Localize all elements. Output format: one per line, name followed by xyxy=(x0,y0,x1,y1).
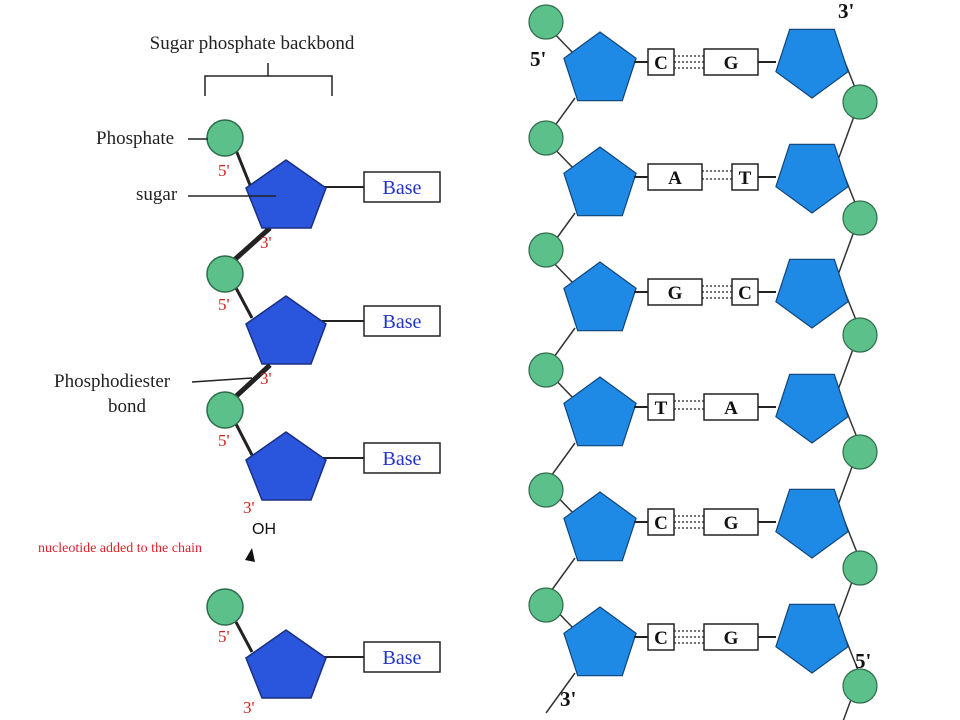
phosphate-circle xyxy=(528,120,564,156)
base-label: Base xyxy=(383,311,422,333)
phosphodiester-bond xyxy=(230,226,272,264)
base-pair-right: C xyxy=(738,283,752,304)
sugar-pentagon xyxy=(775,258,849,329)
phosphate-circle xyxy=(842,550,878,586)
base-box xyxy=(363,641,441,673)
base-pair-right: G xyxy=(724,53,739,74)
base-pair-right: G xyxy=(724,513,739,534)
base-pair-right: A xyxy=(724,398,738,419)
base-label: Base xyxy=(383,448,422,470)
base-box xyxy=(703,393,759,421)
base-label: Base xyxy=(383,177,422,199)
phosphodiester-label: Phosphodiester xyxy=(54,371,171,392)
base-box xyxy=(731,163,759,191)
phosphate-circle xyxy=(842,84,878,120)
phosphodiester-bond xyxy=(234,621,254,653)
base-pair-left: C xyxy=(654,513,668,534)
backbone-bond xyxy=(545,672,576,714)
three-prime-label: 3' xyxy=(243,498,255,517)
phosphate-circle xyxy=(528,232,564,268)
base-box xyxy=(363,442,441,474)
phosphate-circle xyxy=(206,255,244,293)
sugar-pentagon xyxy=(775,143,849,214)
sugar-pentagon xyxy=(245,159,327,229)
five-prime-label: 5' xyxy=(218,627,230,646)
base-pair-left: T xyxy=(655,398,668,419)
strand2-bottom-label: 5' xyxy=(855,649,871,673)
phosphodiester-bond xyxy=(234,287,254,319)
sugar-pentagon xyxy=(563,146,637,217)
sugar-pentagon xyxy=(775,603,849,674)
base-pair-left: G xyxy=(668,283,683,304)
phosphate-circle xyxy=(528,472,564,508)
strand1-top-label: 5' xyxy=(530,47,546,71)
sugar-pentagon xyxy=(245,295,327,365)
three-prime-label: 3' xyxy=(243,698,255,717)
sugar-pentagon xyxy=(563,31,637,102)
phosphodiester-label-line2: bond xyxy=(108,396,147,417)
hydroxyl-label: OH xyxy=(252,521,276,538)
sugar-pentagon xyxy=(245,629,327,699)
base-box xyxy=(363,305,441,337)
sugar-pentagon xyxy=(245,431,327,501)
phosphodiester-bond xyxy=(230,363,272,402)
backbone-label: Sugar phosphate backbond xyxy=(150,33,355,54)
phosphodiester-bond xyxy=(234,149,252,186)
phosphate-circle xyxy=(842,200,878,236)
phosphate-circle xyxy=(842,317,878,353)
phosphodiester-pointer xyxy=(191,377,253,383)
phosphate-circle xyxy=(528,352,564,388)
strand2-top-label: 3' xyxy=(838,0,854,23)
phosphate-circle xyxy=(206,588,244,626)
phosphate-circle xyxy=(842,668,878,704)
five-prime-label: 5' xyxy=(218,161,230,180)
nucleotide-note: nucleotide added to the chain xyxy=(38,541,202,556)
backbone-bracket xyxy=(204,63,333,96)
sugar-pentagon xyxy=(563,261,637,332)
sugar-pentagon xyxy=(775,28,849,99)
phosphate-circle xyxy=(528,587,564,623)
three-prime-label: 3' xyxy=(260,369,272,388)
sugar-pentagon xyxy=(563,376,637,447)
phosphate-circle xyxy=(206,119,244,157)
phosphate-label: Phosphate xyxy=(96,128,174,149)
base-pair-right: G xyxy=(724,628,739,649)
base-box xyxy=(363,171,441,203)
strand1-bottom-label: 3' xyxy=(560,687,576,711)
base-pair-left: A xyxy=(668,168,682,189)
base-box xyxy=(647,163,703,191)
base-pair-right: T xyxy=(739,168,752,189)
base-box xyxy=(647,623,675,651)
base-pair-left: C xyxy=(654,53,668,74)
base-pair-left: C xyxy=(654,628,668,649)
double-strand-panel: C G A T G C T A C G C G 5' 3' 3' 5' xyxy=(528,0,878,720)
single-strand-panel: Sugar phosphate backbond Base Base Base xyxy=(38,33,441,717)
phosphodiester-bond xyxy=(234,423,254,456)
sugar-pentagon xyxy=(775,373,849,444)
base-box xyxy=(703,508,759,536)
base-box xyxy=(703,623,759,651)
arrow-icon xyxy=(245,548,255,562)
sugar-pentagon xyxy=(563,491,637,562)
base-box xyxy=(647,508,675,536)
base-label: Base xyxy=(383,647,422,669)
base-box xyxy=(731,278,759,306)
base-box xyxy=(647,48,675,76)
base-box xyxy=(703,48,759,76)
base-box xyxy=(647,393,675,421)
phosphate-circle xyxy=(842,434,878,470)
sugar-pentagon xyxy=(563,606,637,677)
phosphate-circle xyxy=(206,391,244,429)
phosphate-circle xyxy=(528,4,564,40)
sugar-pentagon xyxy=(775,488,849,559)
five-prime-label: 5' xyxy=(218,295,230,314)
sugar-label: sugar xyxy=(136,184,178,205)
three-prime-label: 3' xyxy=(260,233,272,252)
five-prime-label: 5' xyxy=(218,431,230,450)
